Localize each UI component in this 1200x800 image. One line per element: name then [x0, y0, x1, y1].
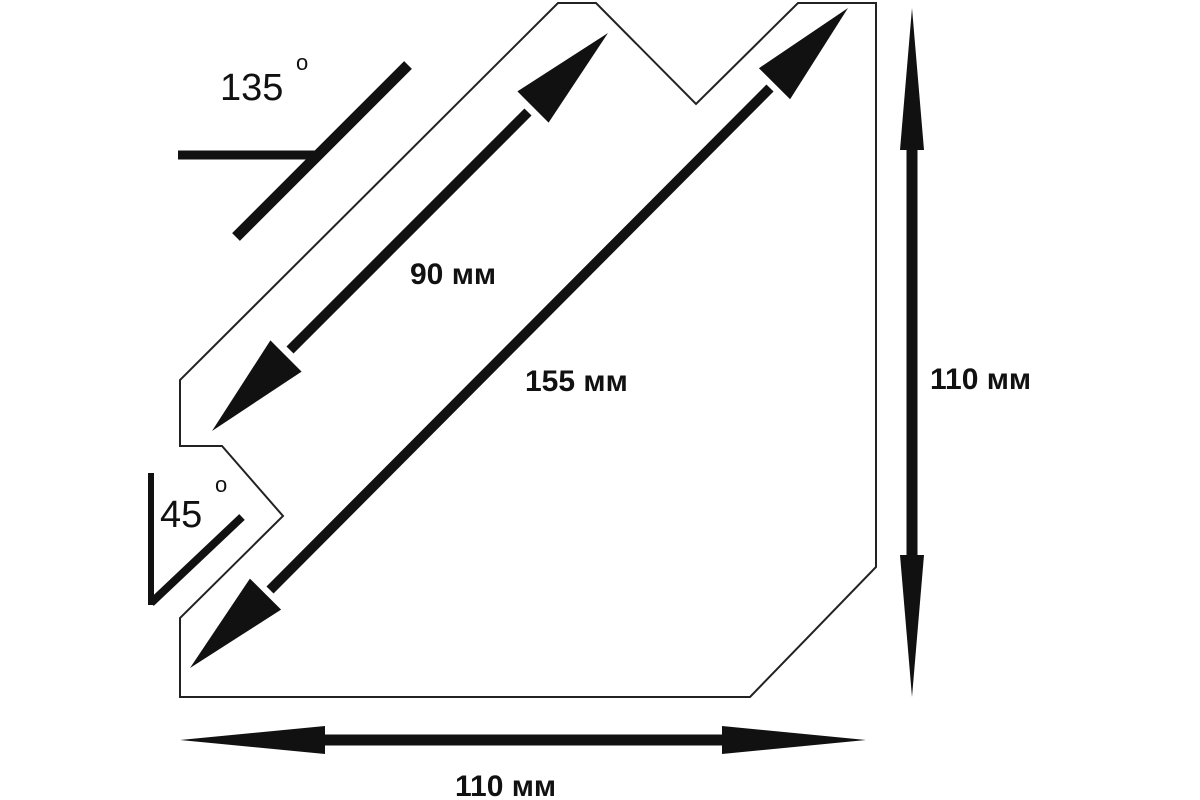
angle-135-label: 135	[220, 67, 283, 109]
width-arrowhead-right	[722, 726, 866, 754]
top-edge-arrowhead-top	[517, 33, 608, 123]
top-edge-dimension-label: 90 мм	[410, 258, 496, 291]
angle-135-marker	[178, 61, 412, 241]
diagonal-dimension-arrow	[190, 8, 848, 668]
diagonal-arrow-shaft	[266, 84, 774, 594]
top-edge-dimension-arrow	[212, 33, 608, 431]
diagonal-arrowhead-top	[758, 8, 848, 100]
height-dimension-arrow	[900, 8, 924, 697]
angle-45-diagonal-arm	[148, 514, 245, 606]
angle-135-degree-mark: o	[296, 50, 308, 75]
height-arrowhead-top	[900, 8, 924, 150]
width-dimension-arrow	[180, 726, 866, 754]
width-arrowhead-left	[180, 726, 325, 754]
angle-45-degree-mark: o	[215, 472, 227, 497]
plate-outline	[179, 1, 877, 698]
angle-45-label: 45	[160, 494, 202, 536]
angle-135-diagonal-arm	[232, 61, 412, 241]
diagonal-arrowhead-bottom	[190, 578, 282, 668]
diagonal-dimension-label: 155 мм	[525, 365, 628, 398]
height-arrowhead-bottom	[900, 555, 924, 697]
angle-45-marker	[148, 473, 245, 606]
top-edge-arrow-shaft	[286, 108, 532, 354]
width-dimension-label: 110 мм	[455, 770, 556, 800]
height-dimension-label: 110 мм	[930, 363, 1031, 396]
top-edge-arrowhead-bottom	[212, 340, 302, 431]
